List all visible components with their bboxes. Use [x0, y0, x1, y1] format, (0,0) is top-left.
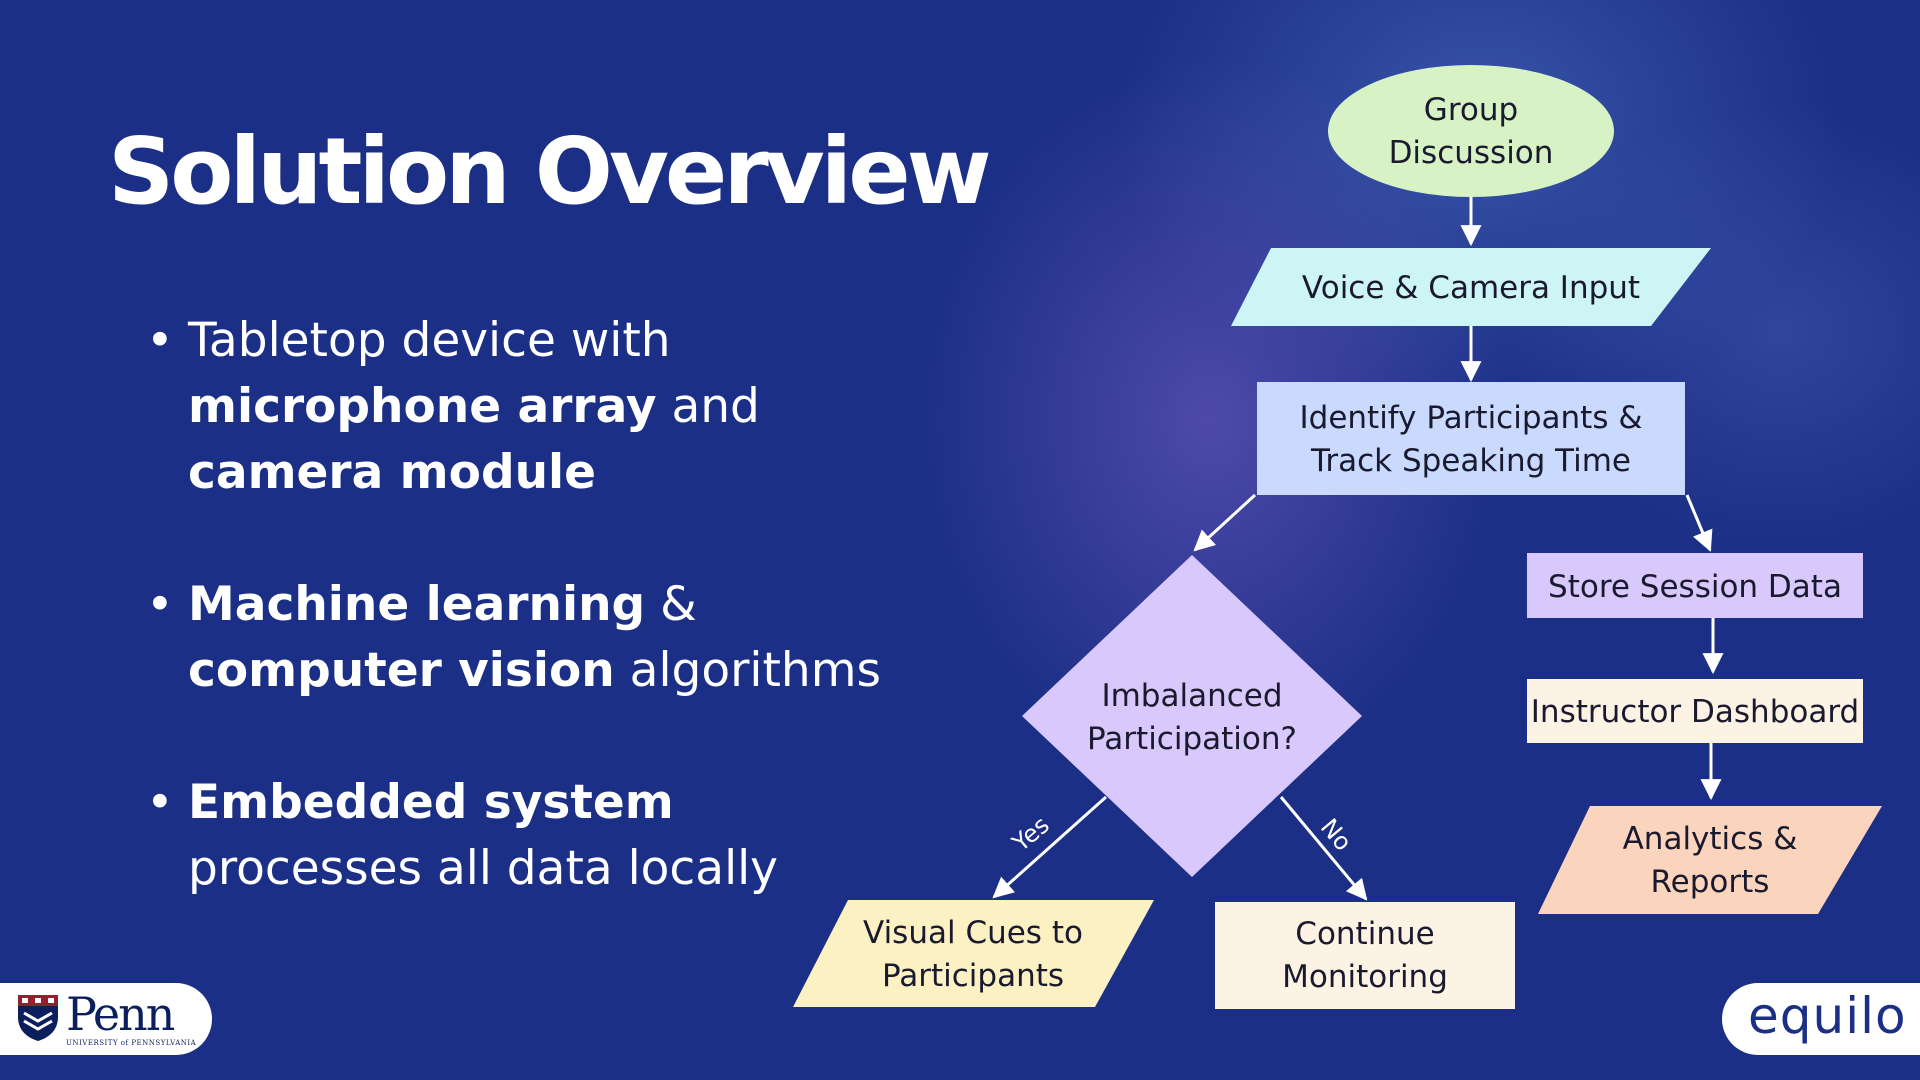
node-identify-participants: Identify Participants & Track Speaking T…: [1257, 382, 1685, 495]
penn-logo-subtitle: UNIVERSITY of PENNSYLVANIA: [66, 1039, 197, 1047]
bullet-text: &: [645, 577, 697, 632]
svg-text:Analytics &: Analytics &: [1623, 821, 1798, 857]
svg-text:Discussion: Discussion: [1389, 135, 1554, 171]
flow-arrows: [992, 197, 1724, 901]
node-voice-camera-input: Voice & Camera Input: [1231, 248, 1711, 326]
page-title: Solution Overview: [108, 118, 992, 225]
bullet-bold-text: camera module: [188, 445, 597, 500]
arrow-identify-to-decision: [1193, 493, 1257, 552]
arrow-decision-to-continue: [1279, 796, 1368, 901]
svg-text:Monitoring: Monitoring: [1282, 959, 1448, 995]
node-imbalanced-decision: Imbalanced Participation?: [1022, 555, 1362, 877]
svg-text:Participants: Participants: [882, 958, 1064, 994]
bullet-list: Tabletop device with microphone array an…: [146, 308, 906, 902]
bullet-text: and: [656, 379, 760, 434]
svg-text:Group: Group: [1424, 92, 1518, 128]
node-group-discussion: Group Discussion: [1328, 65, 1614, 197]
equilo-logo: equilo: [1722, 983, 1920, 1055]
svg-text:Visual Cues to: Visual Cues to: [863, 915, 1083, 951]
bullet-bold-text: Embedded system: [188, 775, 674, 830]
bullet-bold-text: Machine learning: [188, 577, 646, 632]
svg-text:Reports: Reports: [1651, 864, 1770, 900]
bullet-item-device: Tabletop device with microphone array an…: [146, 308, 906, 506]
arrow-identify-to-store: [1685, 494, 1713, 552]
svg-text:Imbalanced: Imbalanced: [1101, 678, 1282, 714]
svg-text:Store Session Data: Store Session Data: [1548, 569, 1842, 605]
equilo-logo-word: equilo: [1748, 987, 1907, 1045]
svg-text:Participation?: Participation?: [1087, 721, 1297, 757]
node-analytics-reports: Analytics & Reports: [1538, 806, 1882, 914]
bullet-text: Tabletop device with: [188, 313, 671, 368]
penn-shield-icon: [18, 995, 58, 1041]
bullet-text: processes all data locally: [188, 841, 779, 896]
svg-text:Identify Participants &: Identify Participants &: [1300, 400, 1643, 436]
svg-text:Instructor Dashboard: Instructor Dashboard: [1531, 694, 1859, 730]
bullet-bold-text: microphone array: [188, 379, 657, 434]
bullet-item-embedded: Embedded system processes all data local…: [146, 770, 906, 902]
bullet-text: algorithms: [614, 643, 881, 698]
penn-logo: Penn UNIVERSITY of PENNSYLVANIA: [0, 983, 212, 1055]
edge-label-no: No: [1315, 813, 1357, 856]
svg-text:Continue: Continue: [1295, 916, 1434, 952]
bullet-item-algorithms: Machine learning & computer vision algor…: [146, 572, 906, 704]
node-store-session-data: Store Session Data: [1527, 553, 1863, 618]
svg-text:Voice & Camera Input: Voice & Camera Input: [1302, 270, 1640, 306]
svg-text:Track Speaking Time: Track Speaking Time: [1310, 443, 1631, 479]
node-instructor-dashboard: Instructor Dashboard: [1527, 679, 1863, 743]
arrow-decision-to-visual-cues: [992, 795, 1107, 899]
penn-logo-word: Penn: [66, 987, 175, 1041]
node-visual-cues: Visual Cues to Participants: [793, 900, 1154, 1007]
node-continue-monitoring: Continue Monitoring: [1215, 902, 1515, 1009]
bullet-bold-text: computer vision: [188, 643, 615, 698]
